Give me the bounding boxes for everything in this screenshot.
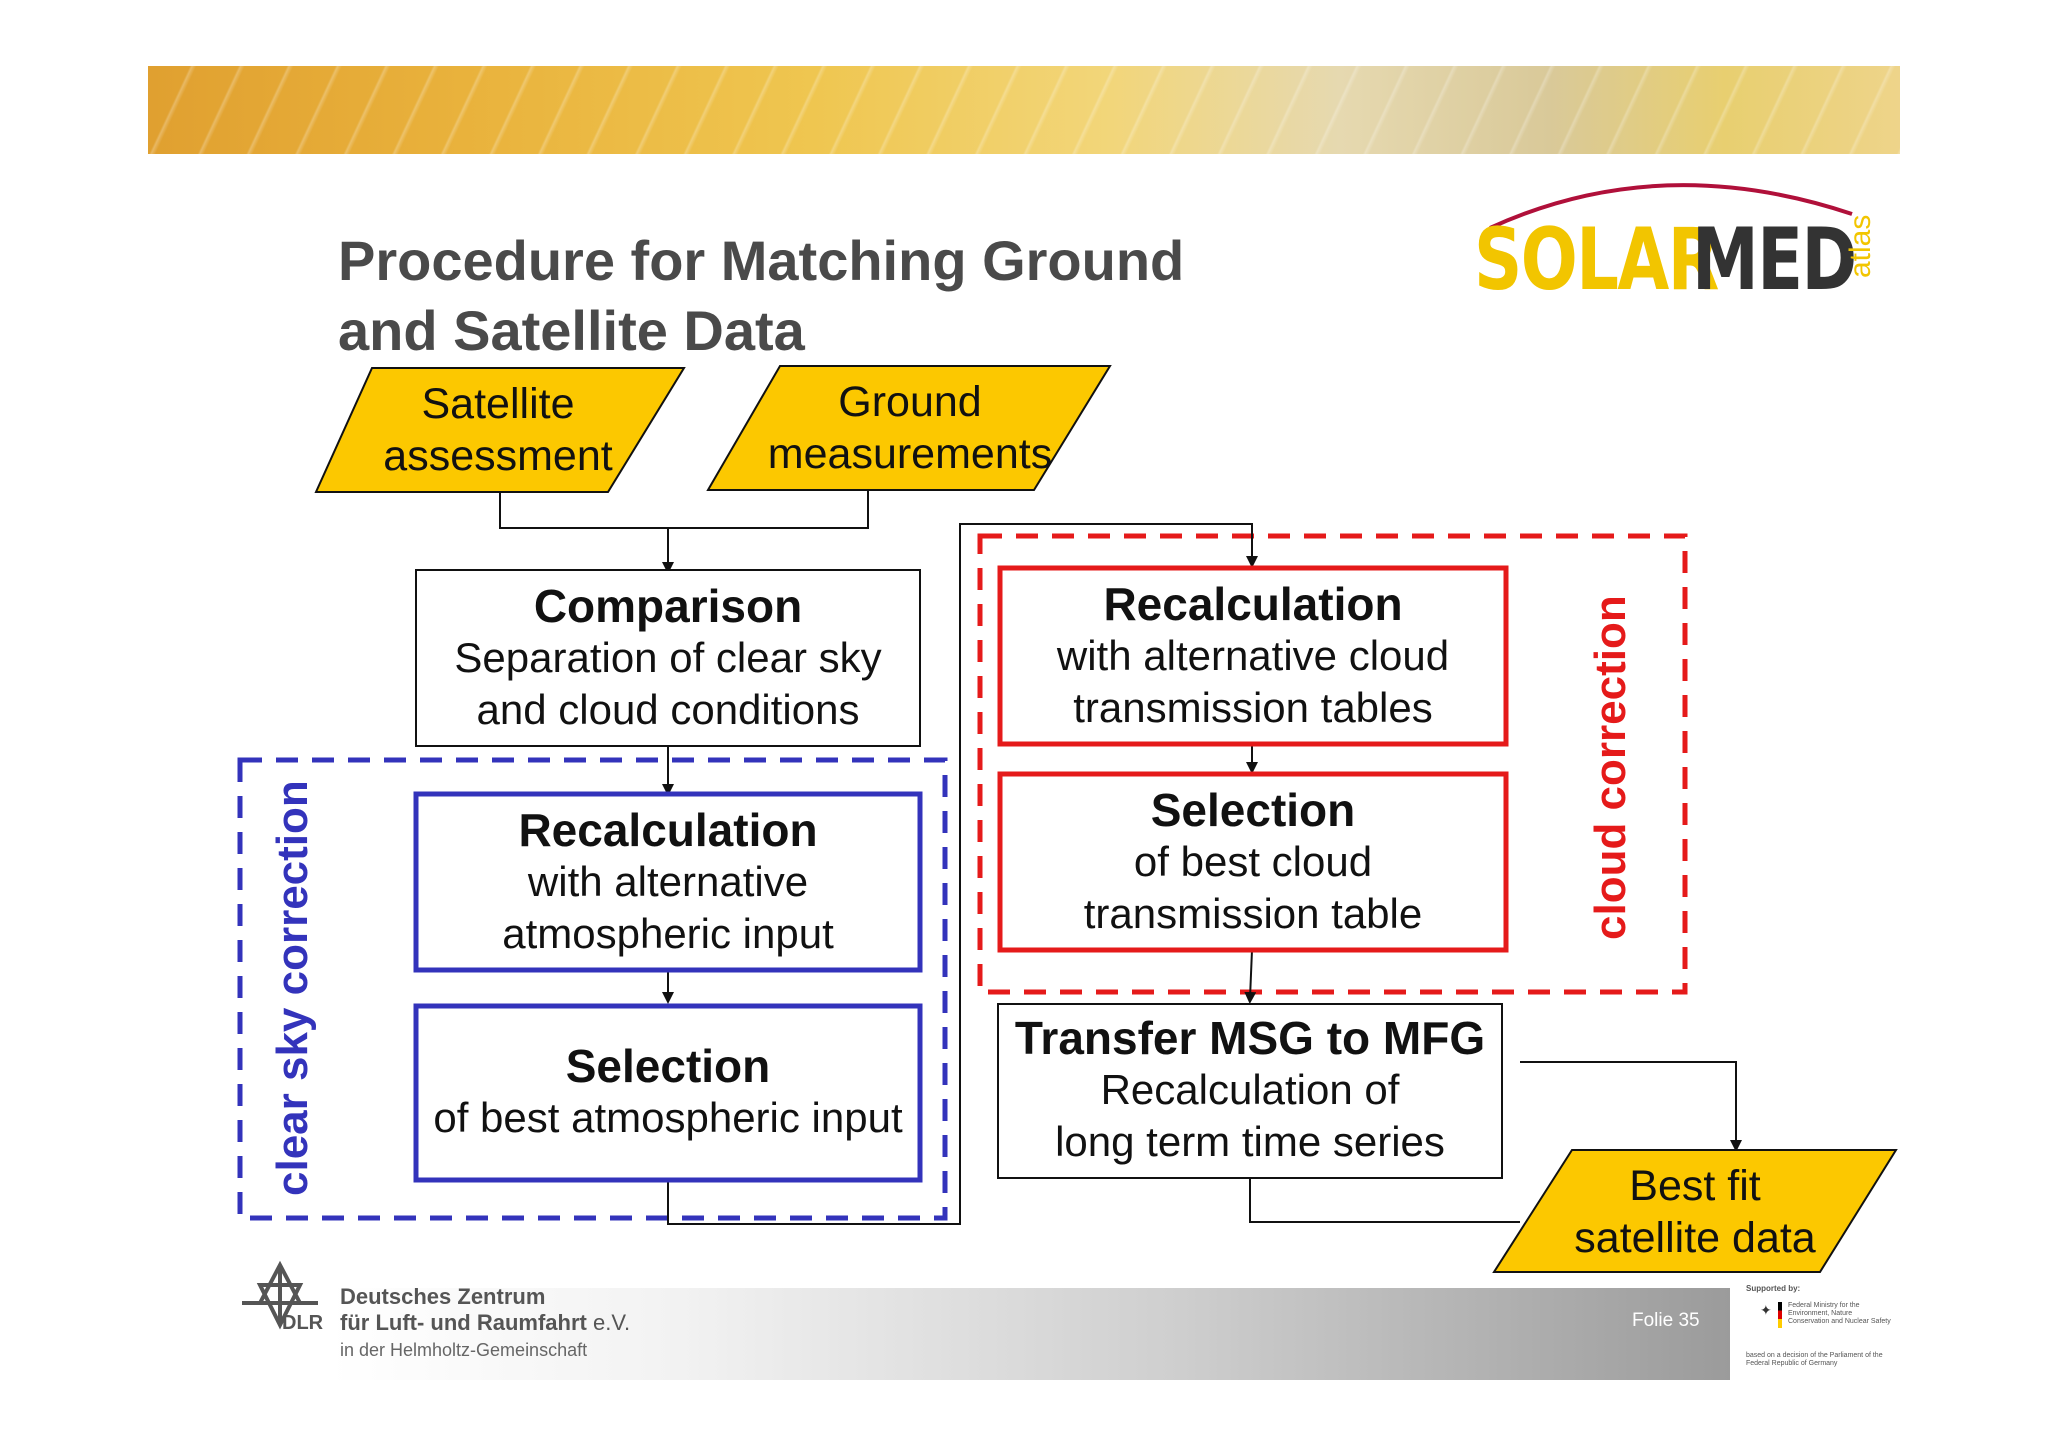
cloud-recalc-body: with alternative cloud transmission tabl…: [1056, 632, 1450, 731]
connector-transfer-out: [1249, 1178, 1520, 1223]
support-heading: Supported by:: [1746, 1284, 1801, 1293]
transfer-box: [997, 1003, 1503, 1179]
cloud-recalc-text: Recalculation with alternative cloud tra…: [1000, 578, 1506, 734]
clear-recalc-text: Recalculation with alternative atmospher…: [416, 804, 920, 960]
comparison-box: [415, 569, 921, 747]
logo-solar-text: SOLAR: [1474, 210, 1719, 310]
clear-select-text: Selection of best atmospheric input: [416, 1040, 920, 1144]
cloud-select-heading: Selection: [1150, 784, 1356, 836]
cloud-recalc-heading: Recalculation: [1103, 578, 1403, 630]
connector-to-output: [1520, 1061, 1742, 1152]
cloud-select-text: Selection of best cloud transmission tab…: [1000, 784, 1506, 940]
clear-recalc-body: with alternative atmospheric input: [502, 858, 834, 957]
solarmed-logo: SOLAR MED atlas: [1470, 170, 1890, 310]
logo-swoosh: [1489, 183, 1853, 230]
satellite-assessment-label: Satellite assessment: [383, 380, 613, 480]
clear-sky-correction-label: clear sky correction: [268, 780, 317, 1196]
dlr-abbreviation: DLR: [282, 1312, 324, 1334]
clear-select-body: of best atmospheric input: [433, 1094, 903, 1141]
cloud-select-box: [997, 771, 1509, 953]
ministry-support-logo: Supported by: ✦ Federal Ministry for the…: [1744, 1284, 1894, 1374]
comparison-heading: Comparison: [533, 580, 803, 632]
transfer-text: Transfer MSG to MFG Recalculation of lon…: [998, 1012, 1502, 1168]
clear-select-box: [413, 1003, 923, 1183]
slide-title: Procedure for Matching Ground and Satell…: [338, 229, 1185, 362]
cloud-correction-label: cloud correction: [1586, 595, 1635, 940]
federal-eagle-icon: ✦: [1760, 1302, 1772, 1318]
best-fit-shape: [1492, 1149, 1898, 1273]
ground-measurements-shape: [706, 365, 1112, 491]
dlr-line-1: Deutsches Zentrum: [340, 1284, 546, 1309]
connector-clear-to-cloud: [667, 523, 1258, 1225]
page-number: Folie 35: [1632, 1310, 1700, 1331]
connector-satellite: [499, 492, 668, 529]
connector-ground: [662, 490, 869, 574]
dlr-institution: Deutsches Zentrum für Luft- und Raumfahr…: [340, 1284, 630, 1364]
best-fit-label: Best fit satellite data: [1574, 1162, 1816, 1262]
logo-med-text: MED: [1692, 210, 1857, 310]
transfer-body: Recalculation of long term time series: [1055, 1066, 1445, 1165]
clear-select-heading: Selection: [565, 1040, 771, 1092]
support-ministry-text: Federal Ministry for the Environment, Na…: [1788, 1302, 1891, 1325]
support-note-text: based on a decision of the Parliament of…: [1746, 1352, 1883, 1367]
satellite-assessment-shape: [314, 367, 686, 493]
dlr-line-2-main: für Luft- und Raumfahrt: [340, 1310, 587, 1335]
dlr-line-3: in der Helmholtz-Gemeinschaft: [340, 1340, 588, 1360]
dlr-logo-icon: [242, 1260, 318, 1330]
footer-bar: [330, 1288, 1730, 1380]
clear-recalc-heading: Recalculation: [518, 804, 818, 856]
cloud-select-body: of best cloud transmission table: [1083, 838, 1423, 937]
dlr-line-2-suffix: e.V.: [592, 1310, 631, 1335]
header-banner: [148, 66, 1900, 154]
connector-cloud-to-transfer: [1244, 949, 1257, 1004]
german-flag-icon: [1778, 1302, 1782, 1328]
comparison-body: Separation of clear sky and cloud condit…: [454, 634, 882, 733]
clear-recalc-box: [413, 791, 923, 973]
comparison-text: Comparison Separation of clear sky and c…: [416, 580, 920, 736]
cloud-group-border: [977, 533, 1688, 995]
transfer-heading: Transfer MSG to MFG: [1014, 1012, 1486, 1064]
banner-solar-panels-image: [148, 66, 1900, 154]
ground-measurements-label: Ground measurements: [767, 378, 1053, 478]
dlr-line-2: für Luft- und Raumfahrt e.V.: [340, 1310, 630, 1336]
clear-sky-group-border: [237, 757, 948, 1221]
cloud-recalc-box: [997, 565, 1509, 747]
